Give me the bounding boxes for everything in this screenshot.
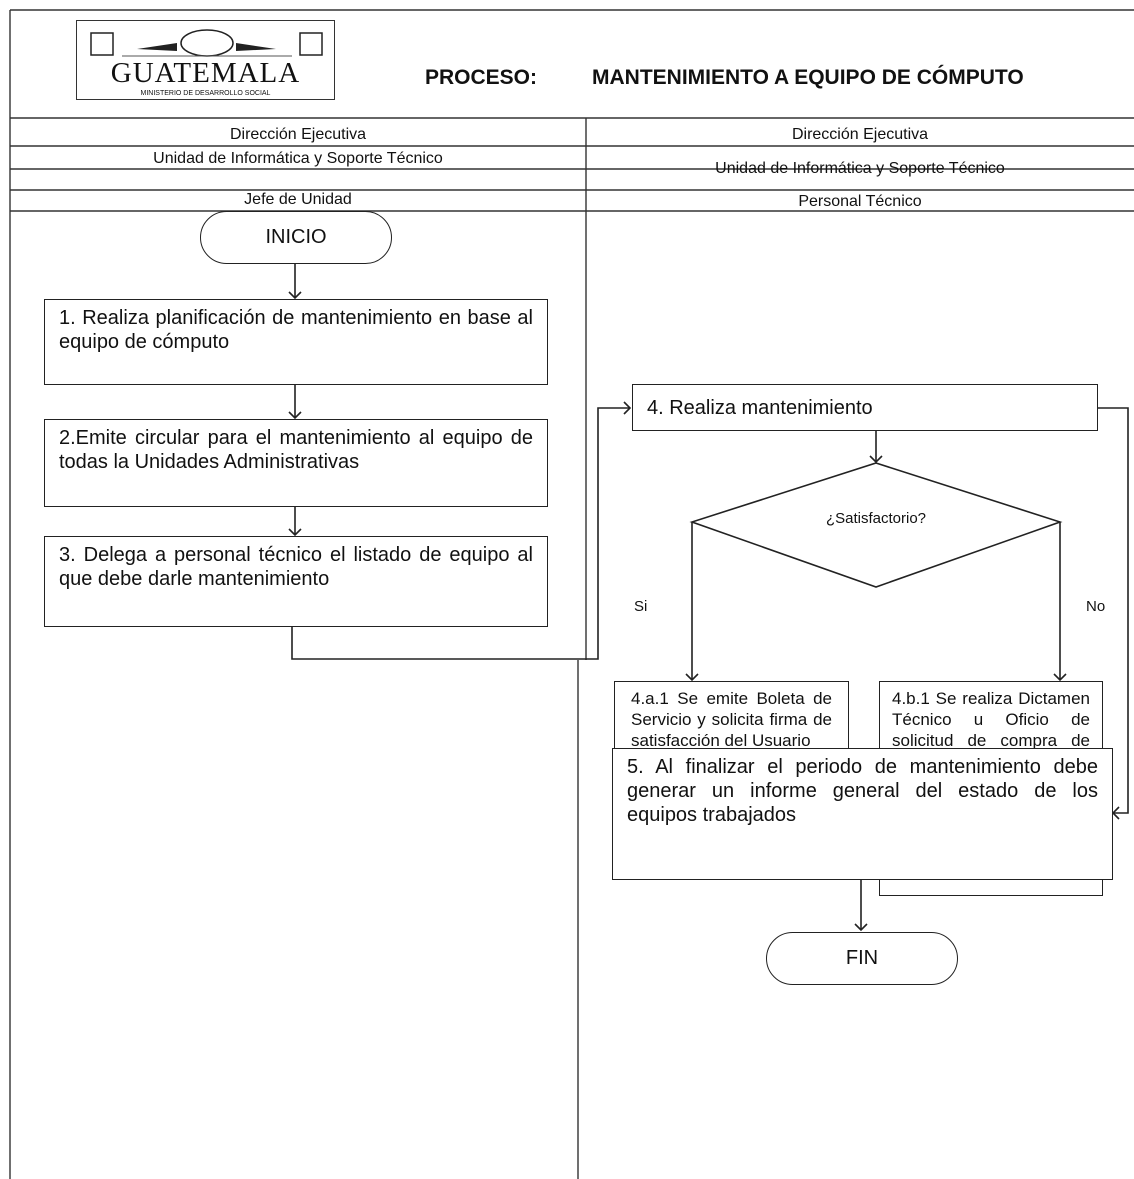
step-1-box: 1. Realiza planificación de mantenimient… — [44, 299, 548, 385]
yes-label: Si — [634, 598, 648, 615]
arrow-step3-to-step4 — [291, 401, 632, 660]
process-name: MANTENIMIENTO A EQUIPO DE CÓMPUTO — [592, 66, 1024, 89]
coat-of-arms-icon — [90, 29, 323, 57]
end-terminal: FIN — [766, 932, 958, 985]
process-label: PROCESO: — [425, 66, 538, 89]
no-label: No — [1086, 598, 1106, 615]
step-5-box: 5. Al finalizar el periodo de mantenimie… — [612, 748, 1113, 880]
decision-label: ¿Satisfactorio? — [825, 510, 927, 527]
lane-right-direction: Dirección Ejecutiva — [791, 126, 929, 143]
lane-left-role: Jefe de Unidad — [244, 191, 352, 208]
lane-right-unit: Unidad de Informática y Soporte Técnico — [715, 160, 1005, 177]
step-4-box: 4. Realiza mantenimiento — [632, 384, 1098, 431]
logo-ministry: MINISTERIO DE DESARROLLO SOCIAL — [140, 90, 271, 97]
decision-diamond — [689, 462, 1063, 588]
lane-right-role: Personal Técnico — [798, 193, 922, 210]
start-terminal: INICIO — [200, 211, 392, 264]
logo-name: GUATEMALA — [110, 57, 301, 89]
lane-left-unit: Unidad de Informática y Soporte Técnico — [153, 150, 443, 167]
arrow-loop-to-step5 — [1098, 407, 1129, 820]
lane-left-direction: Dirección Ejecutiva — [229, 126, 367, 143]
guatemala-logo: GUATEMALA MINISTERIO DE DESARROLLO SOCIA… — [76, 20, 335, 100]
step-3-box: 3. Delega a personal técnico el listado … — [44, 536, 548, 627]
table-grid — [9, 9, 1134, 1179]
step-2-box: 2.Emite circular para el mantenimiento a… — [44, 419, 548, 507]
